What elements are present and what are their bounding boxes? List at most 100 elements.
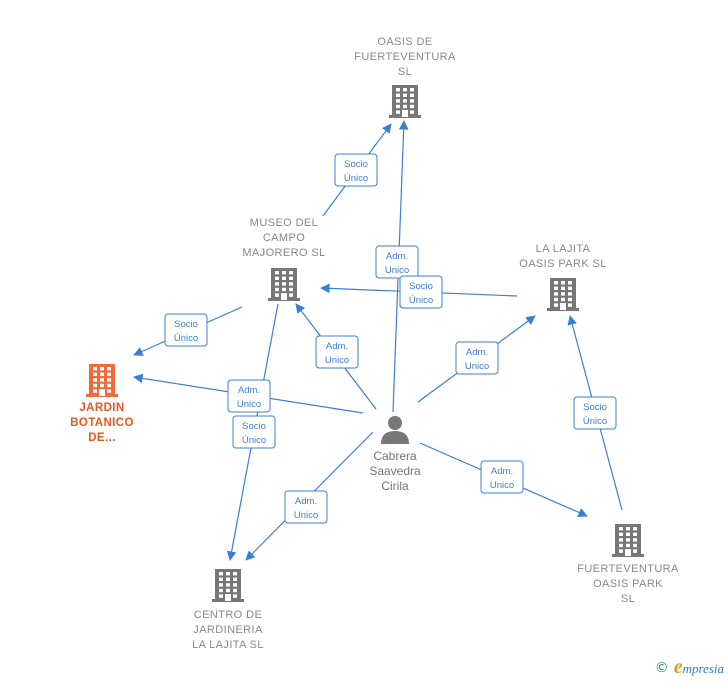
building-window	[619, 532, 623, 536]
edge-badge-person-lajita[interactable]: Adm.Unico	[455, 341, 499, 375]
building-window	[107, 367, 111, 371]
edge-badge-text: Adm.	[238, 385, 260, 396]
building-window	[626, 543, 630, 548]
building-icon	[612, 524, 644, 557]
edge-badge-box	[164, 313, 208, 347]
building-window	[275, 287, 279, 292]
edge-badge-text: Socio	[409, 281, 433, 292]
building-window	[289, 271, 293, 275]
building-window	[619, 538, 623, 542]
edge-badge-text: Socio	[344, 159, 368, 170]
building-window	[554, 286, 558, 290]
building-window	[396, 99, 400, 103]
node-label-line: OASIS PARK	[593, 578, 663, 590]
node-jardin[interactable]: JARDINBOTANICODE...	[70, 364, 134, 444]
building-window	[93, 389, 97, 393]
building-window	[226, 577, 230, 581]
edge-badge-person-museo[interactable]: Adm.Unico	[315, 335, 359, 369]
edge-badge-text: Unico	[294, 510, 318, 521]
building-window	[554, 281, 558, 285]
building-window	[554, 303, 558, 307]
edge-badge-person-jardin[interactable]: Adm. Unico	[227, 379, 271, 413]
edge-badge-person-oasis[interactable]: Adm. Unico	[375, 245, 419, 279]
edge-badge-person-centro[interactable]: Adm.Unico	[284, 490, 328, 524]
building-window	[396, 104, 400, 109]
edge-badge-text: Unico	[385, 265, 409, 276]
building-window	[93, 367, 97, 371]
building-window	[219, 577, 223, 581]
node-label-line: CENTRO DE	[194, 609, 262, 621]
building-window	[107, 383, 111, 388]
building-window	[226, 588, 230, 593]
building-window	[289, 287, 293, 292]
node-label-line: Saavedra	[369, 464, 421, 478]
node-label-line: LA LAJITA SL	[192, 639, 264, 651]
building-window	[410, 88, 414, 92]
building-window	[219, 594, 223, 598]
node-label-line: MAJORERO SL	[242, 247, 325, 259]
building-window	[568, 297, 572, 302]
building-window	[275, 271, 279, 275]
edge-badge-box	[334, 153, 378, 187]
building-window	[619, 549, 623, 553]
node-label-line: MUSEO DEL	[250, 217, 318, 229]
building-window	[275, 276, 279, 280]
node-label-line: DE...	[88, 432, 116, 444]
building-window	[275, 282, 279, 286]
edge-badge-text: Único	[583, 416, 607, 427]
building-window	[107, 378, 111, 382]
edge-badge-box	[573, 396, 617, 430]
building-window	[275, 293, 279, 297]
building-window	[568, 303, 572, 307]
building-window	[219, 588, 223, 593]
building-window	[396, 110, 400, 114]
building-window	[233, 588, 237, 593]
node-label-line: OASIS PARK SL	[519, 258, 607, 270]
building-window	[93, 372, 97, 376]
edge-badge-box	[232, 415, 276, 449]
building-window	[410, 110, 414, 114]
building-window	[226, 572, 230, 576]
building-window	[403, 93, 407, 97]
building-door	[625, 549, 631, 556]
building-window	[403, 104, 407, 109]
person-body	[381, 431, 409, 444]
building-window	[568, 286, 572, 290]
building-window	[396, 93, 400, 97]
edge-badge-box	[227, 379, 271, 413]
building-window	[403, 99, 407, 103]
node-label-line: Cabrera	[373, 449, 417, 463]
empresia-logo[interactable]: © empresia	[655, 656, 724, 679]
building-window	[410, 93, 414, 97]
edge-badge-text: Unico	[237, 399, 261, 410]
building-icon	[268, 268, 300, 301]
building-window	[619, 527, 623, 531]
building-window	[233, 594, 237, 598]
building-window	[219, 572, 223, 576]
building-window	[396, 88, 400, 92]
building-window	[233, 583, 237, 587]
edge-badge-person-fuerte[interactable]: Adm.Unico	[480, 460, 524, 494]
edge-badge-text: Adm.	[386, 251, 408, 262]
edge-badge-text: Unico	[325, 355, 349, 366]
node-label-line: FUERTEVENTURA	[577, 563, 679, 575]
building-window	[282, 282, 286, 286]
person-head	[388, 416, 402, 430]
edge-badge-text: Socio	[242, 421, 266, 432]
building-window	[410, 104, 414, 109]
edge-badge-text: Unico	[490, 480, 514, 491]
building-window	[100, 383, 104, 388]
edge-badge-text: Socio	[583, 402, 607, 413]
